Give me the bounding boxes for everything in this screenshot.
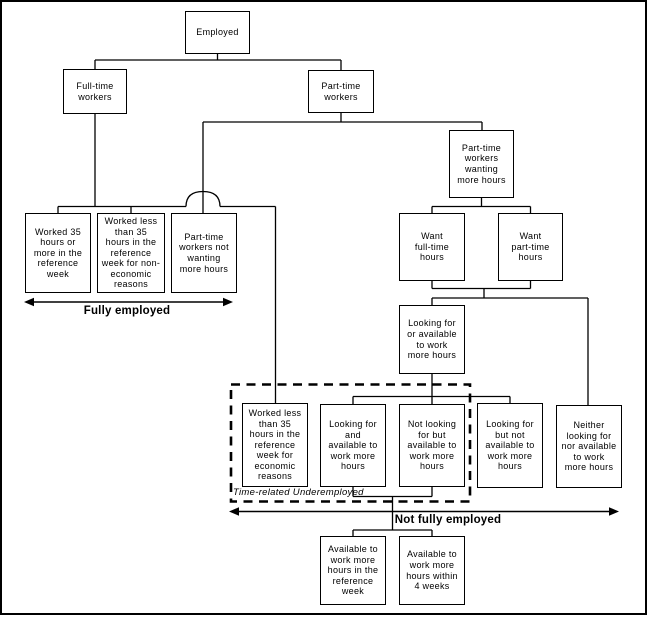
node-not-looking-but-available: Not looking for but available to work mo… [399, 404, 465, 487]
node-want-full-time-hours: Want full-time hours [399, 213, 465, 281]
fully-employed-label: Fully employed [83, 305, 171, 317]
node-available-reference-week: Available to work more hours in the refe… [320, 536, 386, 605]
time-related-underemployed-region [229, 383, 472, 503]
tree-connectors [57, 54, 589, 536]
not-fully-employed-label: Not fully employed [394, 513, 502, 526]
node-available-4-weeks: Available to work more hours within 4 we… [399, 536, 465, 605]
node-looking-but-not-available: Looking for but not available to work mo… [477, 403, 543, 488]
node-employed: Employed [185, 11, 250, 54]
node-looking-and-available: Looking for and available to work more h… [320, 404, 386, 487]
line-bridge-arc [185, 190, 221, 207]
fully-employed-arrow [24, 297, 233, 307]
node-part-time-workers: Part-time workers [308, 70, 374, 113]
not-fully-employed-arrow [229, 507, 619, 516]
node-looking-or-available: Looking for or available to work more ho… [399, 305, 465, 374]
node-want-part-time-hours: Want part-time hours [498, 213, 563, 281]
node-worked-35-or-more: Worked 35 hours or more in the reference… [25, 213, 91, 293]
node-worked-less-non-economic: Worked less than 35 hours in the referen… [97, 213, 165, 293]
node-pt-wanting-more-hours: Part-time workers wanting more hours [449, 130, 514, 198]
node-pt-not-wanting-more-hours: Part-time workers not wanting more hours [171, 213, 237, 293]
node-worked-less-economic: Worked less than 35 hours in the referen… [242, 403, 308, 487]
node-full-time-workers: Full-time workers [63, 69, 127, 114]
time-related-underemployed-label: Time-related Underemployed [233, 487, 364, 498]
node-neither-looking-nor-available: Neither looking for nor available to wor… [556, 405, 622, 488]
